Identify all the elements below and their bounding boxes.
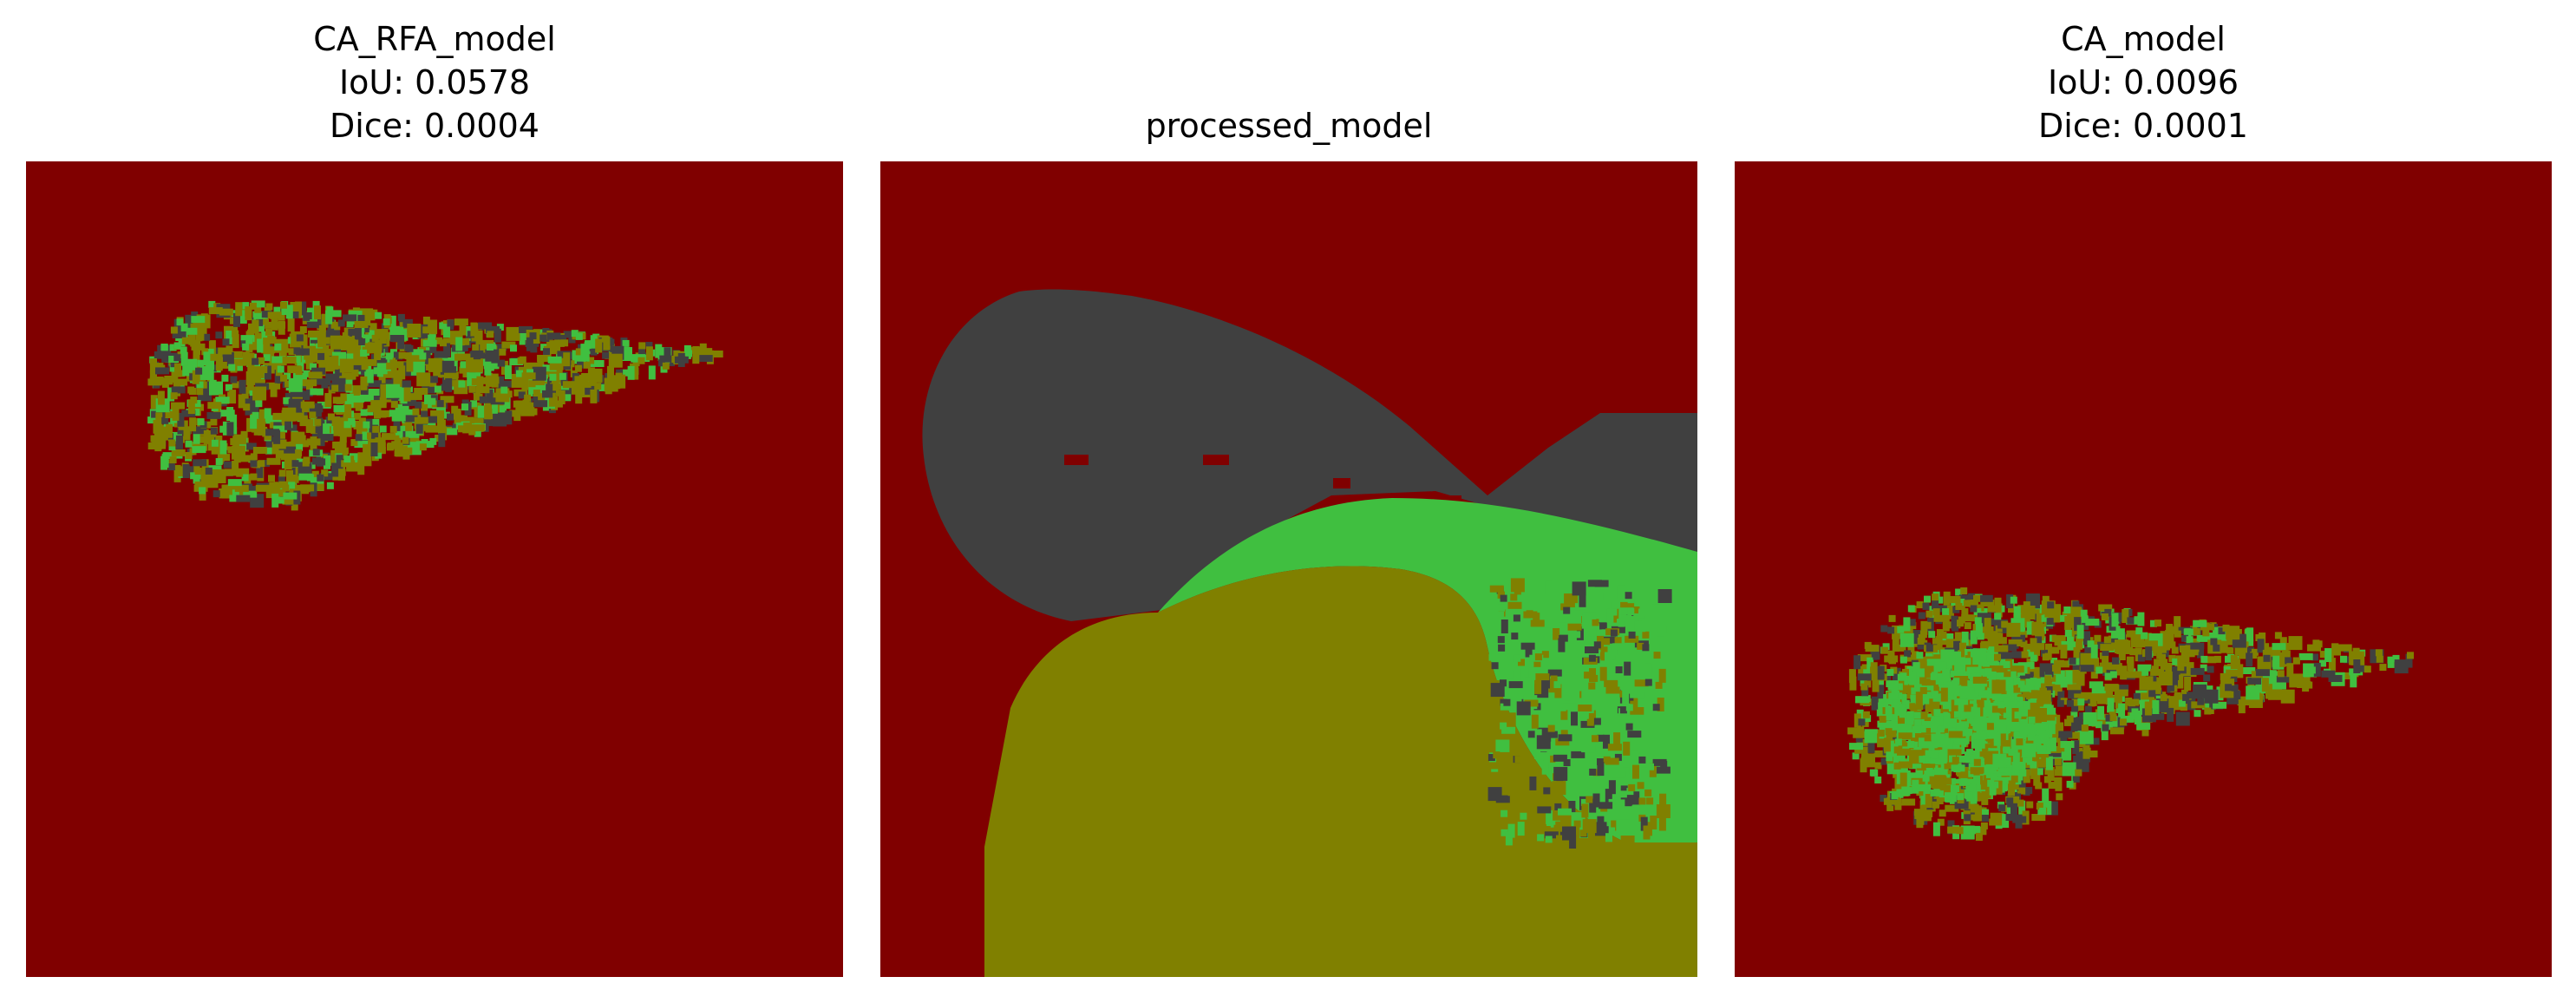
segmentation-panel-processed: processed_model	[880, 0, 1697, 1003]
iou-score: IoU: 0.0096	[2047, 63, 2239, 102]
segmentation-mask-image	[880, 161, 1697, 977]
segmentation-mask-image	[1735, 161, 2552, 977]
panel-title: processed_model	[1145, 107, 1433, 145]
iou-score: IoU: 0.0578	[338, 63, 531, 102]
dice-score: Dice: 0.0004	[330, 107, 539, 145]
segmentation-panel-ca: CA_model IoU: 0.0096 Dice: 0.0001	[1735, 0, 2552, 1003]
dice-score: Dice: 0.0001	[2038, 107, 2248, 145]
panel-title: CA_RFA_model	[313, 20, 556, 58]
panel-title: CA_model	[2061, 20, 2226, 58]
segmentation-mask-image	[26, 161, 843, 977]
segmentation-panel-ca-rfa: CA_RFA_model IoU: 0.0578 Dice: 0.0004	[26, 0, 843, 1003]
